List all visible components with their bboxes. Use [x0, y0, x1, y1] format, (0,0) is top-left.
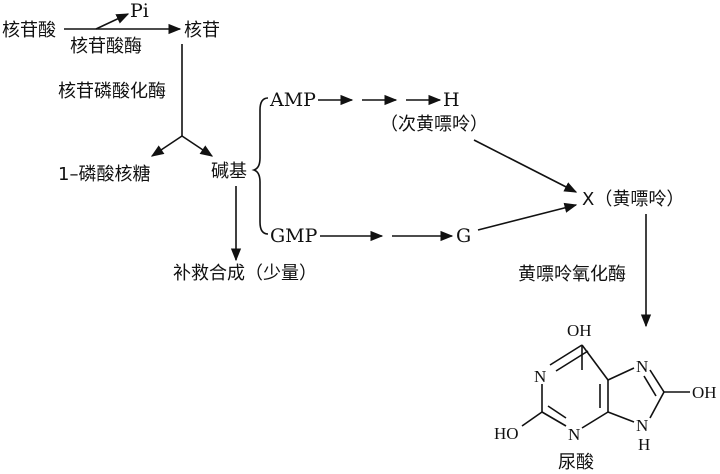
bond-c5-c6	[581, 344, 609, 381]
pi-label: Pi	[130, 0, 149, 22]
atom-n9: N	[636, 416, 648, 435]
atom-n3: N	[568, 425, 580, 444]
bond-c2-n3	[541, 411, 567, 427]
uric-acid-label: 尿酸	[558, 452, 594, 473]
salvage-label: 补救合成（少量）	[173, 263, 317, 284]
g-to-x-arrow	[477, 202, 578, 231]
uric-acid-structure: OH N N N N H HO OH	[494, 321, 717, 454]
g-label: G	[456, 225, 471, 247]
atom-h9: H	[638, 435, 650, 454]
gmp-label: GMP	[270, 225, 318, 247]
to-base-arrow	[181, 135, 214, 157]
atom-oh-right: OH	[692, 383, 717, 402]
hypoxanthine-label: （次黄嘌呤）	[380, 114, 488, 135]
bond-n3-c4	[581, 411, 609, 429]
base-label: 碱基	[211, 161, 247, 182]
bond-n9-c4	[607, 411, 635, 423]
bond-c2-ho	[521, 411, 543, 427]
bond-n7-c8-double	[643, 375, 657, 397]
bond-c6-n1-double	[555, 350, 589, 372]
h-to-x-arrow	[473, 139, 578, 193]
bond-c2-n3-double	[547, 405, 567, 419]
nucleoside-phosphorylase-label: 核苷磷酸化酶	[58, 81, 166, 102]
nucleoside-label: 核苷	[184, 20, 220, 41]
base-brace	[251, 97, 269, 235]
xanthine-label: X（黄嘌呤）	[582, 189, 684, 210]
bond-c5-n7	[607, 367, 635, 381]
nucleotide-label: 核苷酸	[2, 20, 56, 41]
nucleotidase-label: 核苷酸酶	[70, 36, 142, 57]
atom-n7: N	[636, 357, 648, 376]
bond-n7-c8	[649, 369, 665, 393]
h-label: H	[443, 89, 460, 111]
atom-n1: N	[534, 367, 546, 386]
ribose-1-phosphate-label: 1–磷酸核糖	[58, 164, 150, 185]
pi-release-arrow	[95, 13, 130, 30]
bond-c8-n9	[649, 391, 665, 419]
atom-oh-top: OH	[567, 321, 592, 340]
amp-label: AMP	[269, 89, 316, 111]
to-ribose-arrow	[150, 135, 183, 157]
xanthine-oxidase-label: 黄嘌呤氧化酶	[518, 264, 626, 285]
atom-ho-left: HO	[494, 424, 519, 443]
bond-c6-n1	[549, 344, 583, 366]
